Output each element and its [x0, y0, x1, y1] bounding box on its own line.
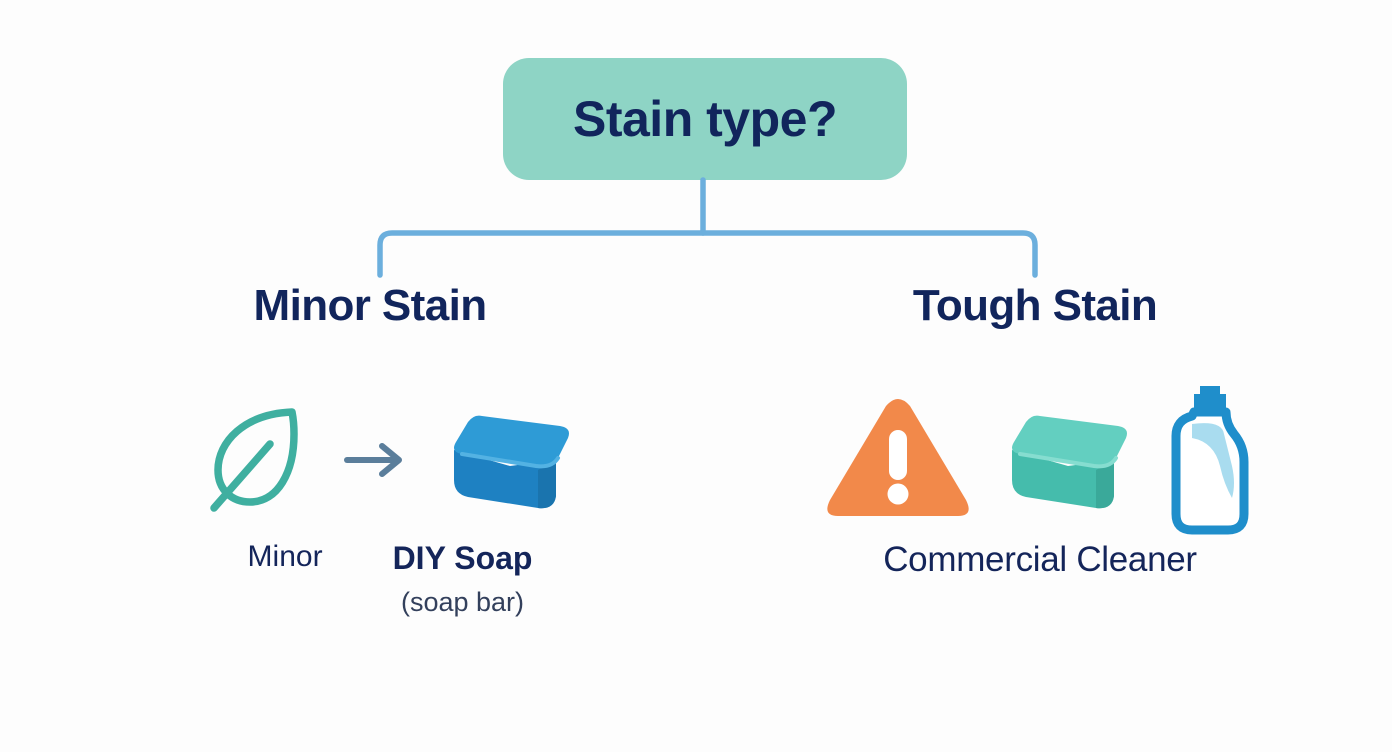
icon-row-minor-stain — [168, 380, 608, 540]
root-decision-node[interactable]: Stain type? — [503, 58, 907, 180]
icon-row-tough-stain — [800, 380, 1280, 540]
item-label-diy-soap: DIY Soap — [392, 540, 533, 576]
arrow-right-icon — [344, 443, 402, 477]
branch-heading-minor-stain: Minor Stain — [253, 281, 488, 330]
item-sublabel-soap-bar: (soap bar) — [400, 587, 525, 617]
branch-minor-stain: Minor DIY Soap (soap bar) — [168, 380, 608, 618]
detergent-bottle-icon — [1171, 386, 1249, 535]
label-row-minor-stain: Minor DIY Soap (soap bar) — [168, 540, 608, 618]
soap-bar-icon — [454, 415, 569, 509]
warning-triangle-icon — [827, 399, 969, 516]
branch-tough-stain: Commercial Cleaner — [800, 380, 1280, 580]
label-col-commercial-cleaner: Commercial Cleaner — [883, 540, 1197, 580]
sponge-icon — [1012, 415, 1127, 509]
item-label-commercial-cleaner: Commercial Cleaner — [883, 540, 1197, 579]
item-label-minor: Minor — [247, 540, 323, 573]
label-row-tough-stain: Commercial Cleaner — [800, 540, 1280, 580]
root-node-label: Stain type? — [573, 91, 837, 147]
label-col-diy-soap: DIY Soap (soap bar) — [393, 540, 533, 618]
label-col-minor: Minor — [248, 540, 323, 574]
leaf-icon — [210, 408, 298, 512]
branch-heading-tough-stain: Tough Stain — [912, 281, 1158, 330]
